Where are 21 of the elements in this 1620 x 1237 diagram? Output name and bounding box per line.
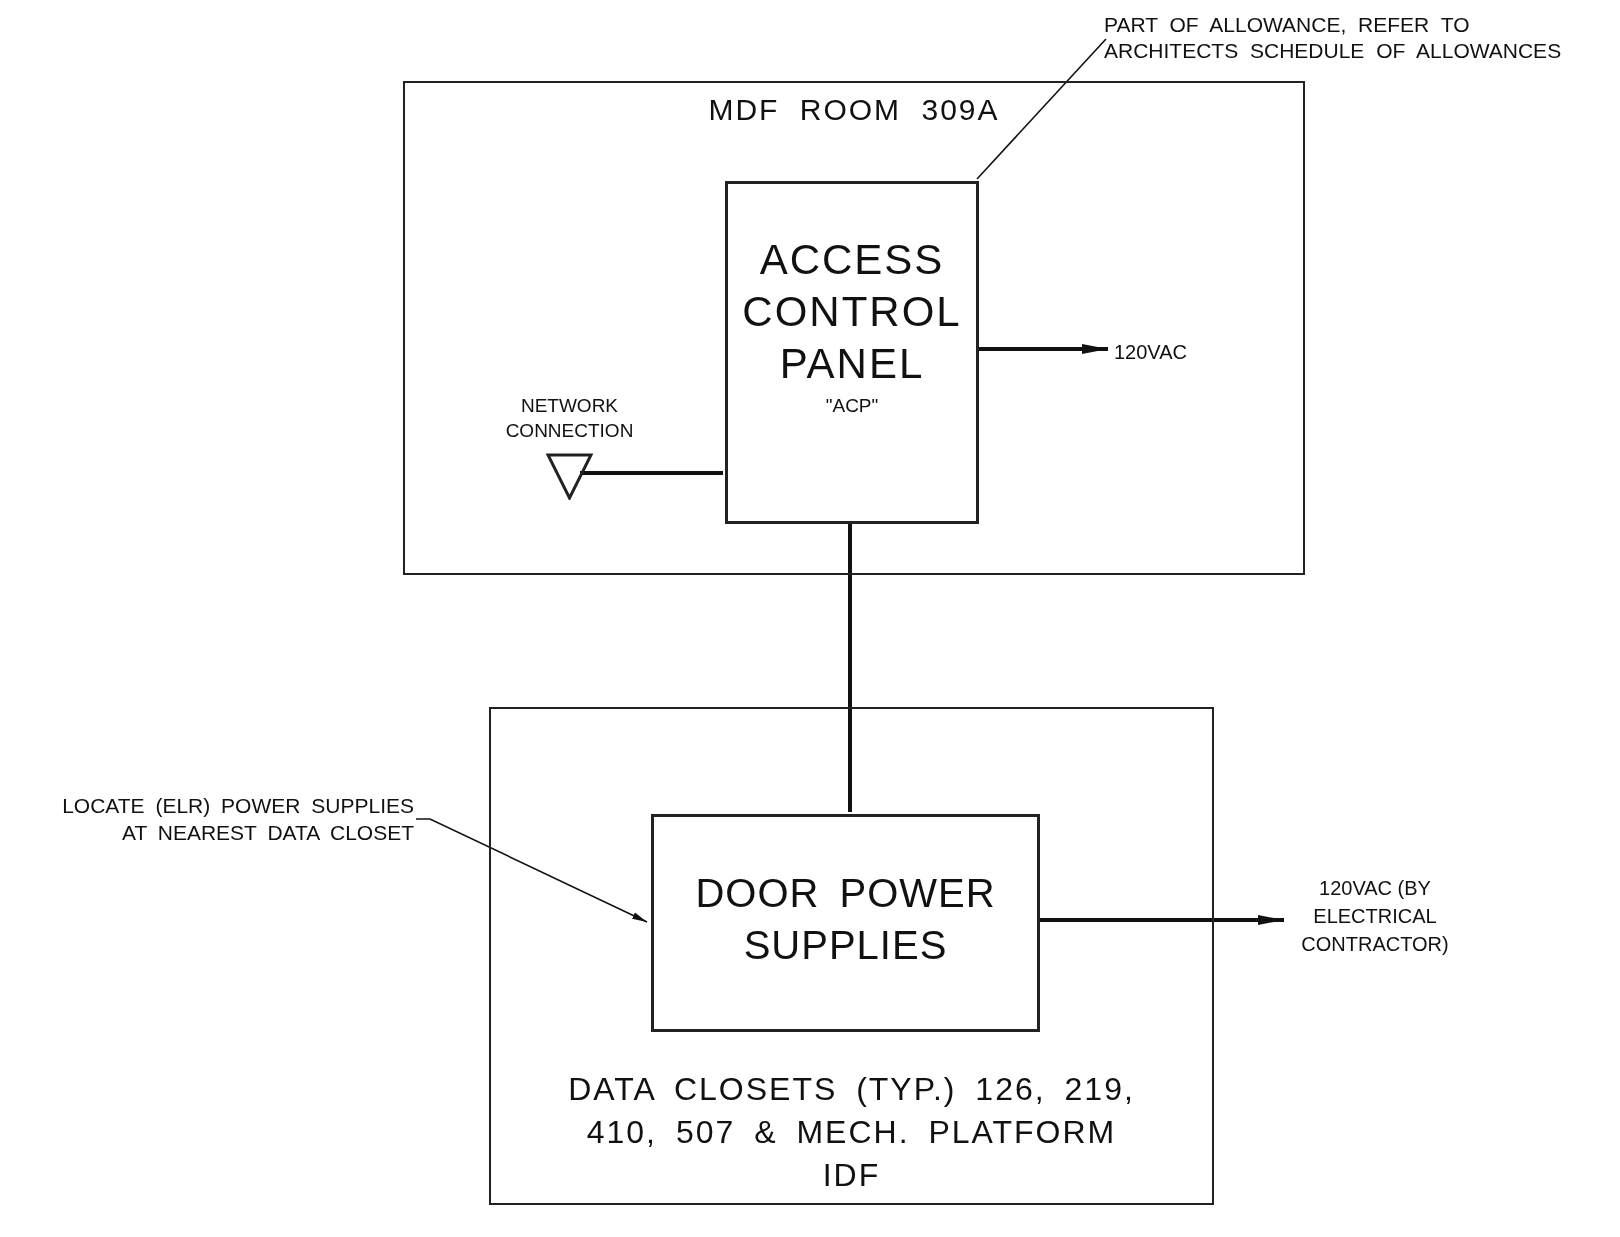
enclosure-box (651, 814, 1040, 1032)
note-text: 120VAC (BY ELECTRICAL CONTRACTOR) (1280, 874, 1470, 966)
enclosure-box (489, 707, 1214, 1205)
box-label: DOOR POWER SUPPLIES (694, 870, 997, 969)
network-triangle-symbol (546, 453, 593, 500)
box-label: DATA CLOSETS (TYP.) 126, 219, 410, 507 & MECH. PLATFORM IDF (567, 1070, 1136, 1195)
box-label: MDF ROOM 309A (707, 92, 1001, 128)
enclosure-box (725, 181, 979, 524)
wire-line (848, 522, 852, 812)
note-text: 120VAC (1114, 340, 1194, 364)
leader-line (976, 38, 1107, 180)
enclosure-box (403, 81, 1305, 575)
symbol-label: NETWORK CONNECTION (504, 394, 635, 443)
note-text: LOCATE (ELR) POWER SUPPLIES AT NEAREST DATA CLOSET (54, 792, 414, 852)
box-label: ACCESS CONTROL PANEL (741, 235, 963, 389)
note-text: PART OF ALLOWANCE, REFER TO ARCHITECTS SCHEDULE OF ALLOWANCES (1104, 12, 1614, 68)
leader-line (415, 818, 648, 923)
wire-line (1038, 915, 1284, 925)
wire-line (580, 471, 723, 475)
wire-line (977, 344, 1108, 354)
box-label: "ACP" (824, 394, 880, 418)
